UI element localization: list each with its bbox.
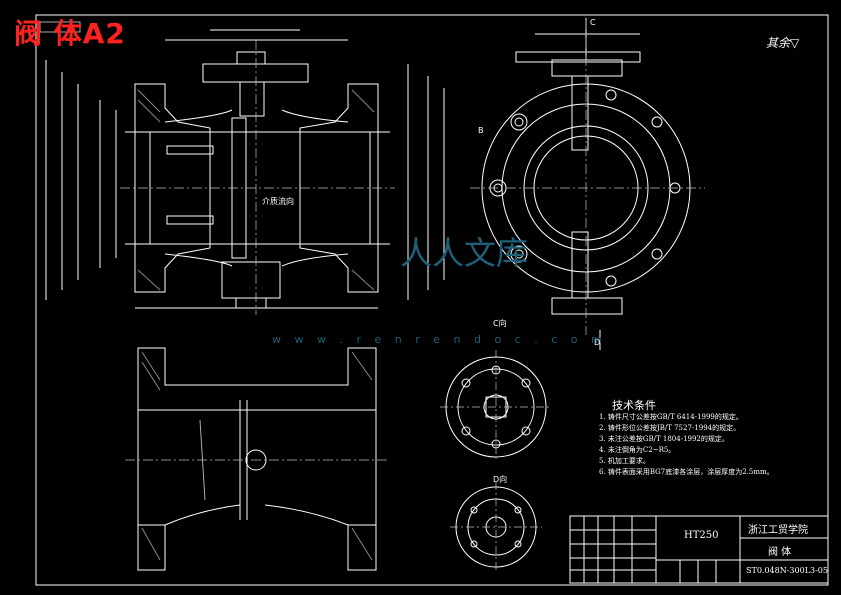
tech-item: 6. 铸件表面采用BG7底漆各涂层，涂层厚度为2.5mm。 bbox=[599, 468, 774, 476]
c-view-label: C向 bbox=[493, 319, 507, 328]
drawing-title-red: 阀 体A2 bbox=[14, 17, 126, 50]
tech-requirements-title: 技术条件 bbox=[612, 399, 656, 412]
watermark-url: w w w . r e n r e n d o c . c o m bbox=[272, 333, 607, 346]
tech-requirements-list: 1. 铸件尺寸公差按GB/T 6414-1999的规定。 2. 铸件形位公差按J… bbox=[599, 412, 774, 478]
title-block-drawing-number: ST0.048N-300L3-05 bbox=[746, 566, 828, 575]
tech-item: 4. 未注倒角为C2~R5。 bbox=[599, 446, 676, 454]
d-view-centerlines bbox=[450, 482, 542, 572]
surface-roughness-note: 其余▽ bbox=[766, 36, 800, 50]
section-b-label: B bbox=[478, 126, 484, 135]
title-block-material: HT250 bbox=[684, 530, 719, 541]
tech-item: 1. 铸件尺寸公差按GB/T 6414-1999的规定。 bbox=[599, 413, 743, 421]
main-view-centerlines bbox=[120, 40, 395, 315]
main-section-view bbox=[39, 21, 445, 309]
title-block bbox=[569, 515, 829, 584]
drawing-border bbox=[35, 14, 829, 586]
tech-item: 2. 铸件形位公差按JB/T 7527-1994的规定。 bbox=[599, 424, 741, 432]
title-block-school: 浙江工贸学院 bbox=[748, 525, 808, 536]
d-view-label: D向 bbox=[493, 475, 508, 484]
flow-direction-label: 介质流向 bbox=[262, 197, 294, 206]
end-view-centerlines bbox=[470, 20, 705, 335]
lower-section-view bbox=[137, 347, 377, 571]
tech-item: 3. 未注公差按GB/T 1804-1992的规定。 bbox=[599, 435, 729, 443]
watermark-logo: 人人文库 bbox=[400, 234, 529, 272]
tech-item: 5. 机加工要求。 bbox=[599, 457, 650, 465]
section-c-label: C bbox=[590, 18, 596, 27]
title-block-part-name: 阀 体 bbox=[768, 547, 792, 558]
section-d-label: D bbox=[594, 338, 601, 347]
c-view-centerlines bbox=[440, 350, 552, 462]
